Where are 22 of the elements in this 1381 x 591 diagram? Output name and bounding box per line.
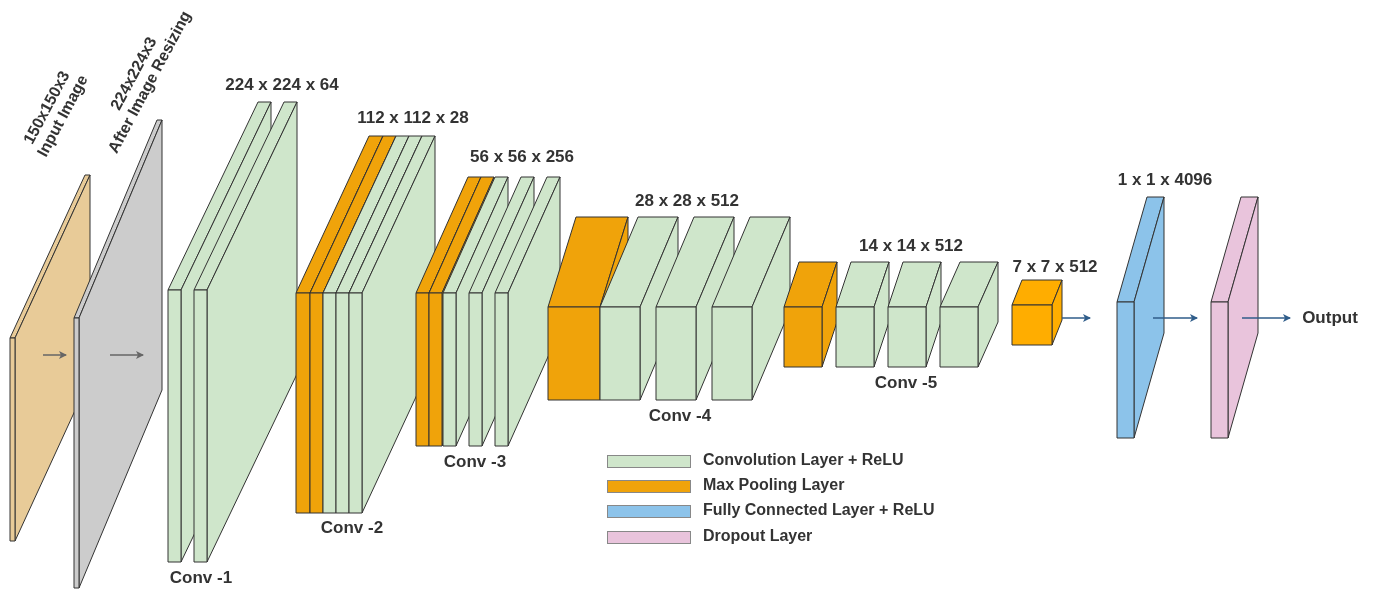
size-label: 14 x 14 x 512	[859, 236, 963, 256]
block-caption: Conv -2	[320, 518, 384, 538]
legend-label: Convolution Layer + ReLU	[703, 451, 904, 469]
legend-label: Max Pooling Layer	[703, 476, 845, 494]
block-caption: Conv -4	[648, 406, 712, 426]
legend-label: Fully Connected Layer + ReLU	[703, 501, 935, 519]
arrow	[109, 351, 144, 359]
block-caption: Conv -1	[169, 568, 233, 588]
size-label: 56 x 56 x 256	[470, 147, 574, 167]
size-label: 7 x 7 x 512	[1012, 257, 1098, 277]
size-label: 1 x 1 x 4096	[1117, 170, 1213, 190]
arrow	[1241, 314, 1291, 322]
size-label: 224 x 224 x 64	[225, 75, 339, 95]
output-label: Output	[1302, 308, 1358, 328]
arrow	[1152, 314, 1198, 322]
arrow	[42, 351, 67, 359]
legend-label: Dropout Layer	[703, 527, 813, 545]
block-caption: Conv -5	[874, 373, 938, 393]
block-caption: Conv -3	[443, 452, 507, 472]
size-label: 112 x 112 x 28	[357, 108, 469, 128]
arrow	[1061, 314, 1091, 322]
size-label: 28 x 28 x 512	[635, 191, 739, 211]
